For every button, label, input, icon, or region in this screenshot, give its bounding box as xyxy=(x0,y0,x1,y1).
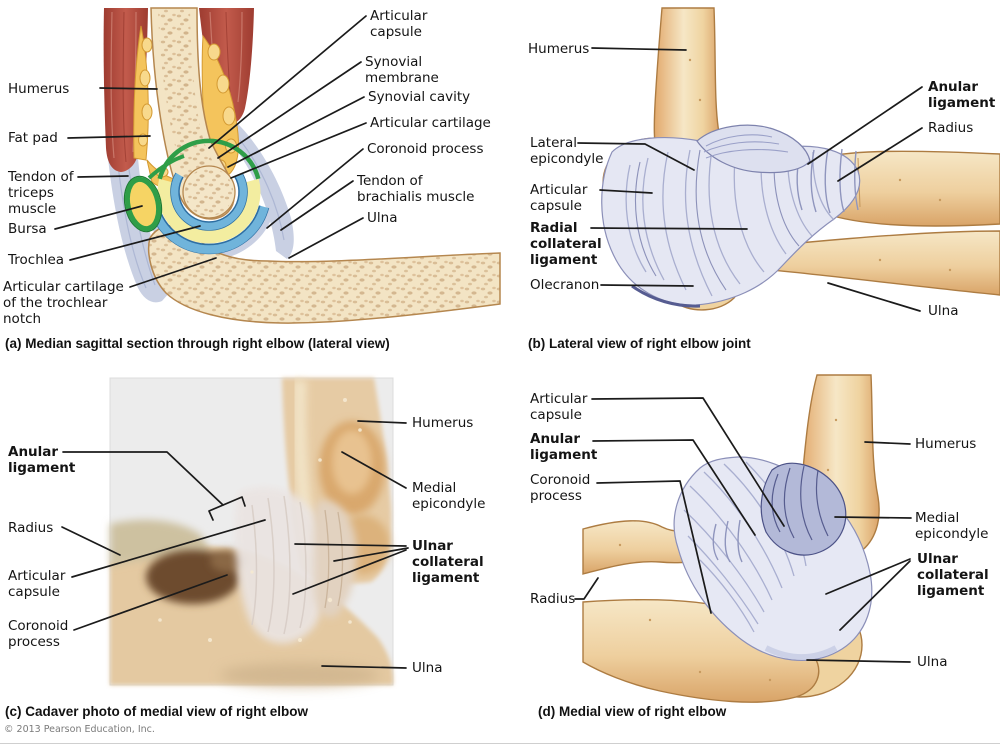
label-a-synovial-cavity: Synovial cavity xyxy=(368,89,471,105)
label-d-humerus: Humerus xyxy=(915,436,977,452)
label-a-coronoid-process: Coronoid process xyxy=(367,141,484,157)
label-a-trochlea: Trochlea xyxy=(8,252,65,268)
label-c-articular-capsule: Articular capsule xyxy=(8,568,66,600)
label-c-coronoid-process: Coronoid process xyxy=(8,618,69,650)
label-c-radius: Radius xyxy=(8,520,54,536)
label-a-humerus: Humerus xyxy=(8,81,70,97)
label-b-radial-collateral-ligament: Radial collateral ligament xyxy=(530,220,602,268)
label-c-ulnar-collateral-ligament: Ulnar collateral ligament xyxy=(412,538,484,586)
label-d-articular-capsule: Articular capsule xyxy=(530,391,588,423)
label-c-medial-epicondyle: Medial epicondyle xyxy=(412,480,486,512)
label-b-radius: Radius xyxy=(928,120,974,136)
label-b-humerus: Humerus xyxy=(528,41,590,57)
panel-d-illustration xyxy=(582,374,880,703)
label-d-radius: Radius xyxy=(530,591,576,607)
label-a-fat-pad: Fat pad xyxy=(8,130,58,146)
label-c-ulna: Ulna xyxy=(412,660,443,676)
label-a-bursa: Bursa xyxy=(8,221,47,237)
label-a-articular-cartilage: Articular cartilage xyxy=(370,115,491,131)
label-a-tendon-of-triceps-muscle: Tendon of triceps muscle xyxy=(8,169,74,217)
label-a-synovial-membrane: Synovial membrane xyxy=(365,54,439,86)
cadaver-photo xyxy=(109,377,394,687)
copyright-notice: © 2013 Pearson Education, Inc. xyxy=(4,724,155,735)
label-b-olecranon: Olecranon xyxy=(530,277,600,293)
label-d-medial-epicondyle: Medial epicondyle xyxy=(915,510,989,542)
caption-panel-c: (c) Cadaver photo of medial view of righ… xyxy=(5,704,309,719)
label-b-lateral-epicondyle: Lateral epicondyle xyxy=(530,135,604,167)
panel-a-illustration xyxy=(103,7,501,324)
caption-panel-b: (b) Lateral view of right elbow joint xyxy=(528,336,751,351)
label-d-ulna: Ulna xyxy=(917,654,948,670)
label-d-anular-ligament: Anular ligament xyxy=(530,431,598,463)
leader-lines xyxy=(54,15,923,669)
bottom-divider xyxy=(0,743,1000,744)
caption-panel-d: (d) Medial view of right elbow xyxy=(538,704,727,719)
caption-panel-a: (a) Median sagittal section through righ… xyxy=(5,336,390,351)
panel-b-illustration xyxy=(601,7,1000,311)
label-d-ulnar-collateral-ligament: Ulnar collateral ligament xyxy=(917,551,989,599)
anular-ligament-bracket xyxy=(208,496,246,521)
label-b-anular-ligament: Anular ligament xyxy=(928,79,996,111)
label-a-ulna: Ulna xyxy=(367,210,398,226)
label-c-humerus: Humerus xyxy=(412,415,474,431)
label-a-articular-cartilage-of-the-trochlear-notch: Articular cartilage of the trochlear not… xyxy=(3,279,124,327)
label-a-tendon-of-brachialis-muscle: Tendon of brachialis muscle xyxy=(357,173,475,205)
label-c-anular-ligament: Anular ligament xyxy=(8,444,76,476)
label-b-articular-capsule: Articular capsule xyxy=(530,182,588,214)
label-b-ulna: Ulna xyxy=(928,303,959,319)
label-d-coronoid-process: Coronoid process xyxy=(530,472,591,504)
label-a-articular-capsule: Articular capsule xyxy=(370,8,428,40)
